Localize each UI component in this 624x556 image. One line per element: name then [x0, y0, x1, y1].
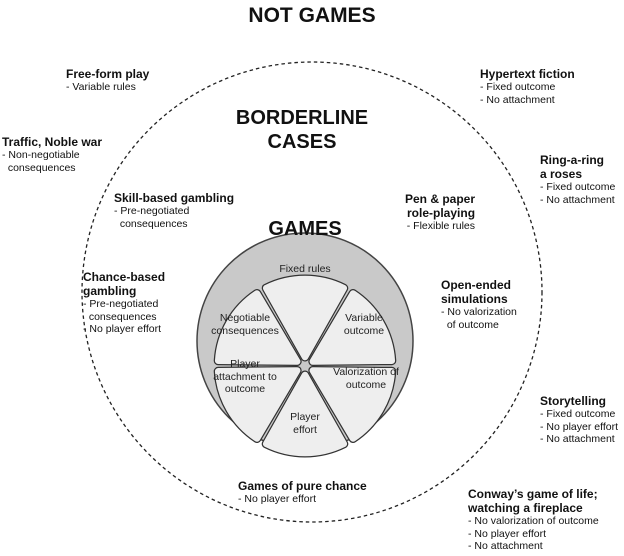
- borderline-chance-based-gambling: Chance-based gambling - Pre-negotiated c…: [83, 270, 166, 335]
- wedge-negotiable-consequences-fill: [214, 290, 301, 365]
- wedge-player-attachment-fill: [214, 367, 301, 442]
- not-games-traffic-noble-war: Traffic, Noble war - Non-negotiable cons…: [2, 135, 103, 174]
- not-games-ring-a-ring-a-roses: Ring-a-ring a roses - Fixed outcome - No…: [540, 153, 616, 206]
- not-games-conways-game-of-life: Conway’s game of life; watching a firepl…: [468, 487, 599, 552]
- games-heading: GAMES: [268, 218, 342, 240]
- wedge-label-fixed-rules: Fixed rules: [279, 263, 331, 275]
- borderline-heading-line-2: CASES: [267, 131, 337, 153]
- borderline-pen-and-paper-role-playing: Pen & paper role-playing - Flexible rule…: [405, 192, 476, 232]
- not-games-hypertext-fiction: Hypertext fiction - Fixed outcome - No a…: [480, 67, 575, 106]
- borderline-heading-line-1: BORDERLINE: [235, 107, 369, 129]
- wedges-layer: [213, 274, 397, 458]
- wedge-valorization-of-outcome-fill: [309, 367, 396, 442]
- not-games-free-form-play: Free-form play - Variable rules: [66, 67, 150, 93]
- wedge-fixed-rules-fill: [262, 275, 348, 361]
- wedge-player-effort-fill: [262, 371, 348, 457]
- borderline-heading: BORDERLINE CASES: [202, 106, 402, 154]
- not-games-storytelling: Storytelling - Fixed outcome - No player…: [540, 394, 619, 445]
- borderline-games-of-pure-chance: Games of pure chance - No player effort: [238, 479, 367, 505]
- wedge-variable-outcome-fill: [309, 290, 396, 365]
- borderline-skill-based-gambling: Skill-based gambling - Pre-negotiated co…: [114, 191, 235, 230]
- borderline-open-ended-simulations: Open-ended simulations - No valorization…: [441, 278, 517, 331]
- not-games-heading: NOT GAMES: [248, 4, 376, 27]
- borderline-boundary-circle: [81, 61, 543, 523]
